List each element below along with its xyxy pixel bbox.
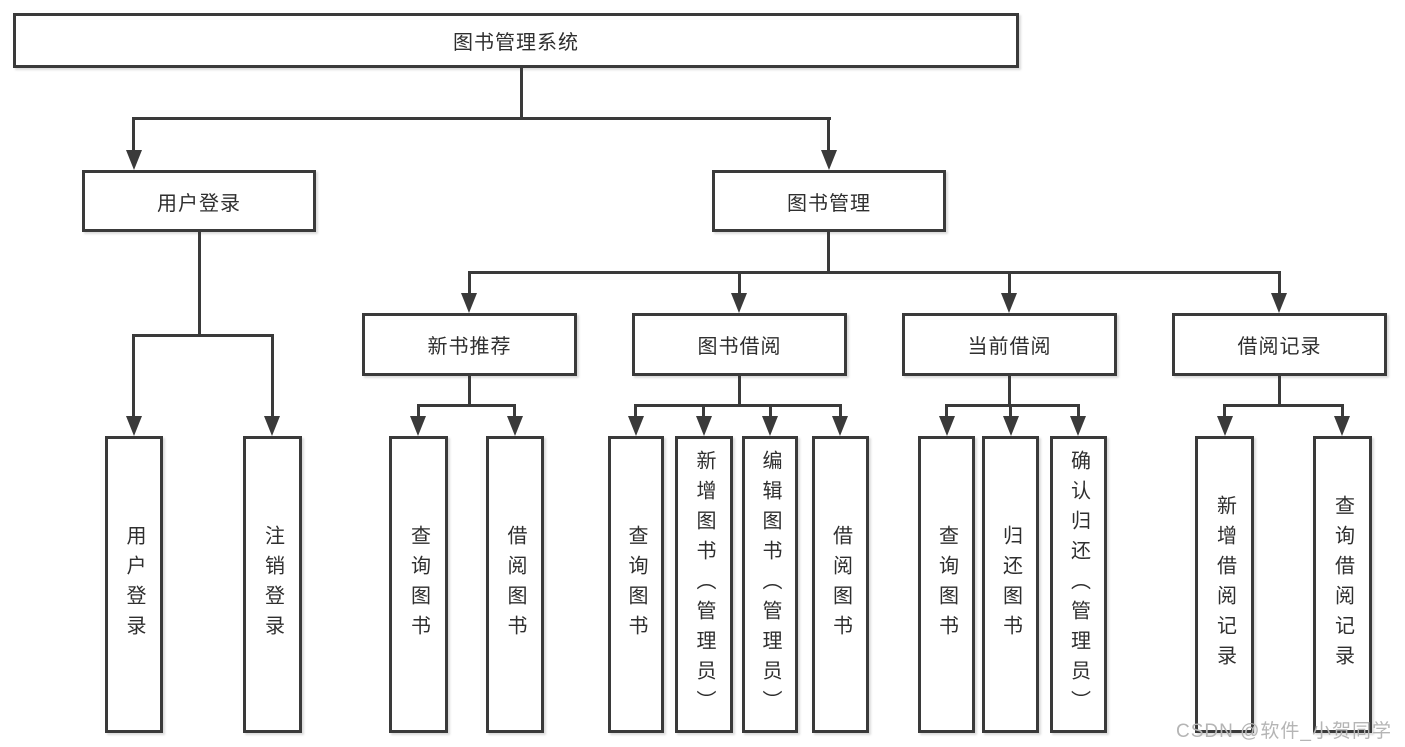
node-query-books-recommend: 查询图书 [389,436,448,733]
arrow-down-icon [696,416,712,436]
arrow-down-icon [762,416,778,436]
node-return-books: 归还图书 [982,436,1039,733]
node-user-login: 用户登录 [82,170,316,232]
arrow-down-icon [1003,416,1019,436]
connector-hline [417,404,516,407]
arrow-down-icon [126,416,142,436]
connector-vline [1008,271,1011,295]
connector-vline [132,117,135,154]
connector-hline [634,404,842,407]
connector-vline [738,271,741,295]
node-borrow-books: 借阅图书 [812,436,869,733]
node-book-management: 图书管理 [712,170,946,232]
arrow-down-icon [461,293,477,313]
node-query-books-current: 查询图书 [918,436,975,733]
node-borrow-records: 借阅记录 [1172,313,1387,376]
arrow-down-icon [1271,293,1287,313]
arrow-down-icon [264,416,280,436]
arrow-down-icon [832,416,848,436]
connector-hline [133,117,831,120]
connector-vline [1077,404,1080,420]
arrow-down-icon [939,416,955,436]
connector-vline [827,231,830,273]
node-confirm-return-admin: 确认归还（管理员） [1050,436,1107,733]
connector-vline [132,334,135,418]
connector-vline [945,404,948,420]
arrow-down-icon [1217,416,1233,436]
connector-vline [513,404,516,420]
arrow-down-icon [1334,416,1350,436]
connector-vline [1278,271,1281,295]
connector-hline [1223,404,1344,407]
connector-hline [468,271,1281,274]
connector-vline [634,404,637,420]
connector-vline [827,117,830,154]
node-new-book-recommend: 新书推荐 [362,313,577,376]
arrow-down-icon [507,416,523,436]
connector-vline [520,66,523,120]
connector-vline [468,374,471,406]
connector-hline [945,404,1080,407]
connector-vline [1341,404,1344,420]
arrow-down-icon [1070,416,1086,436]
arrow-down-icon [628,416,644,436]
connector-vline [738,374,741,406]
node-add-books-admin: 新增图书（管理员） [675,436,733,733]
node-root: 图书管理系统 [13,13,1019,68]
connector-vline [468,271,471,295]
arrow-down-icon [126,150,142,170]
connector-vline [1278,374,1281,406]
arrow-down-icon [731,293,747,313]
node-query-books-borrow: 查询图书 [608,436,664,733]
connector-vline [1223,404,1226,420]
connector-vline [1008,374,1011,406]
arrow-down-icon [410,416,426,436]
node-add-borrow-record: 新增借阅记录 [1195,436,1254,733]
node-query-borrow-record: 查询借阅记录 [1313,436,1372,733]
connector-vline [769,404,772,420]
node-logout: 注销登录 [243,436,302,733]
node-borrow-books-recommend: 借阅图书 [486,436,544,733]
arrow-down-icon [1001,293,1017,313]
connector-vline [839,404,842,420]
connector-vline [702,404,705,420]
connector-vline [271,334,274,418]
connector-vline [198,230,201,336]
node-edit-books-admin: 编辑图书（管理员） [742,436,798,733]
node-do-user-login: 用户登录 [105,436,163,733]
connector-hline [132,334,274,337]
connector-vline [1009,404,1012,420]
connector-vline [417,404,420,420]
node-book-borrow: 图书借阅 [632,313,847,376]
arrow-down-icon [821,150,837,170]
watermark: CSDN @软件_小贺同学 [1176,721,1392,742]
node-current-borrow: 当前借阅 [902,313,1117,376]
